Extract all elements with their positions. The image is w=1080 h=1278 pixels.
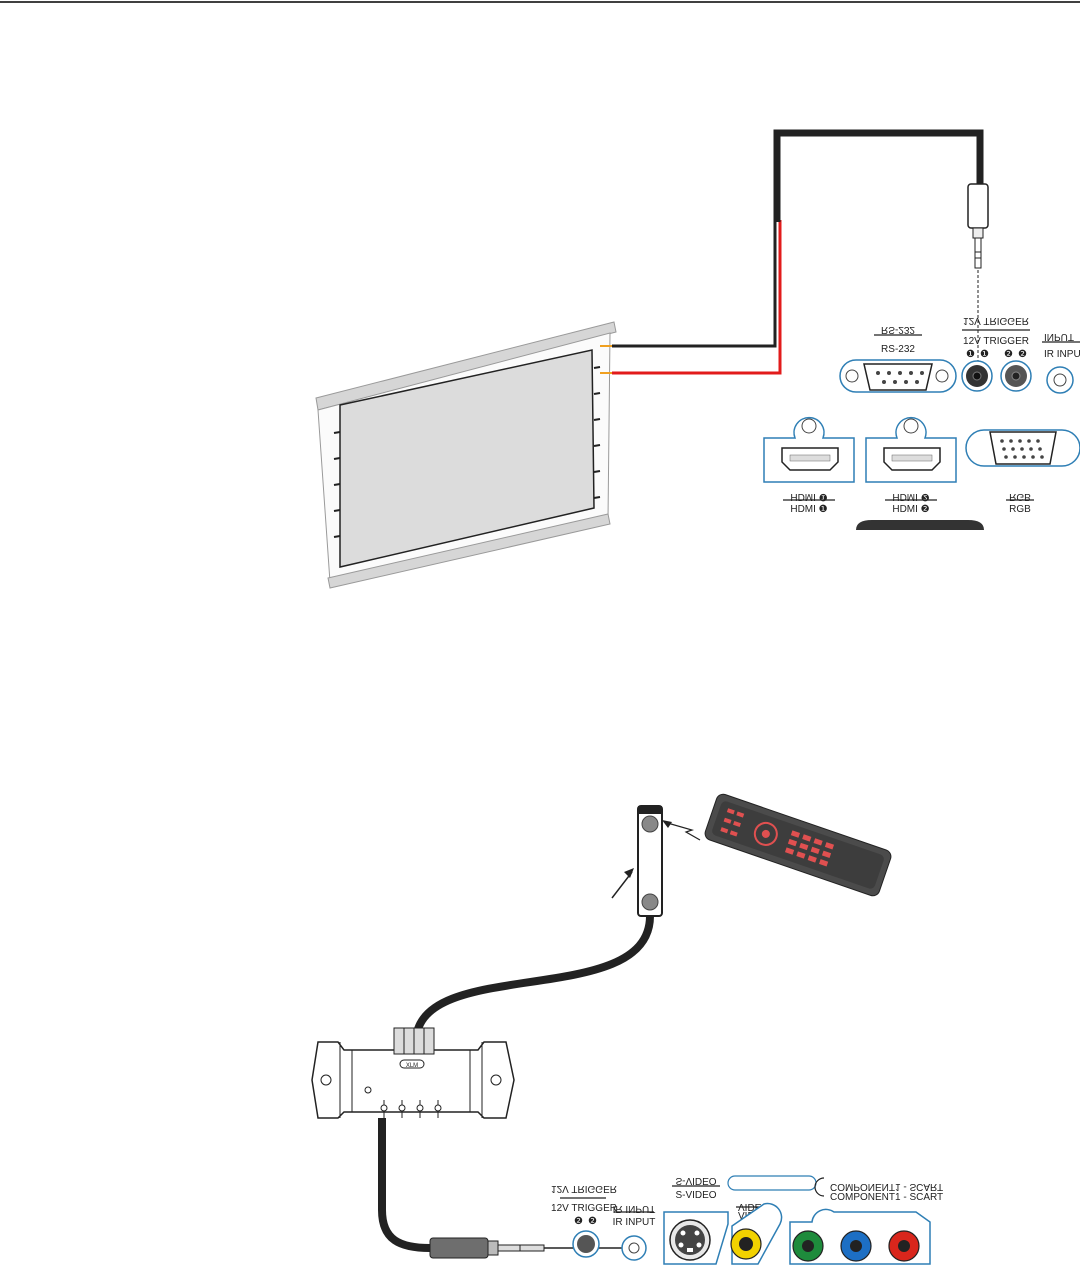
ir-label: IR INPUT bbox=[1044, 349, 1080, 360]
rgb-label-mirrored: RGB bbox=[1009, 491, 1031, 502]
screen-tension-marks bbox=[333, 366, 601, 538]
cable-wire-black bbox=[612, 220, 777, 348]
cable-main bbox=[773, 129, 984, 222]
component-jack-red bbox=[888, 1230, 920, 1262]
svideo-label-mirrored: S-VIDEO bbox=[675, 1175, 716, 1186]
trigger2-label-mirrored: 12V TRIGGER bbox=[551, 1183, 617, 1194]
ir2-label: IR INPUT bbox=[613, 1217, 656, 1228]
trigger-cable bbox=[600, 129, 984, 375]
rs232-label-mirrored: RS-232 bbox=[881, 324, 915, 335]
svideo-label: S-VIDEO bbox=[675, 1190, 716, 1201]
ir-receiver bbox=[637, 805, 663, 917]
figure-screen-trigger: RS-232 RS-232 12V TRIGGER 12V TRIGGER ❶ … bbox=[315, 129, 1080, 589]
screen-bottom-bar bbox=[327, 513, 611, 589]
ir-signal-bolt bbox=[663, 821, 701, 841]
jack-body bbox=[967, 183, 989, 229]
ir-repeater-box: XLM bbox=[311, 1027, 515, 1119]
mount-hole-left bbox=[320, 1074, 332, 1086]
cable-wire-red bbox=[612, 220, 782, 375]
trigger2-label: 12V TRIGGER bbox=[551, 1203, 617, 1214]
mono-jack-plug bbox=[429, 1237, 630, 1259]
screen-top-housing bbox=[315, 321, 617, 411]
remote-control bbox=[704, 793, 892, 897]
jack-tip bbox=[974, 237, 982, 269]
connector-panel-1: RS-232 RS-232 12V TRIGGER 12V TRIGGER ❶ … bbox=[763, 315, 1080, 530]
rs232-port bbox=[839, 359, 957, 393]
jack-plug bbox=[967, 183, 989, 372]
hdmi2-label: HDMI ❷ bbox=[892, 504, 929, 515]
component-jack-blue bbox=[840, 1230, 872, 1262]
trigger-number-1b: ❶ bbox=[980, 349, 989, 360]
panel-bottom-part bbox=[856, 520, 984, 530]
mount-hole-right bbox=[490, 1074, 502, 1086]
projection-screen bbox=[315, 321, 617, 589]
trigger-jack-2 bbox=[1000, 360, 1032, 392]
rs232-label: RS-232 bbox=[881, 344, 915, 355]
screen-surface bbox=[339, 349, 595, 568]
figure-ir-receiver: XLM 12V TRIGGER 12V TRIGGER ❷ ❷ bbox=[311, 793, 943, 1265]
hdmi2-label-mirrored: HDMI ❷ bbox=[892, 491, 929, 502]
rgb-port bbox=[965, 429, 1080, 467]
trigger-number-2a: ❷ bbox=[1004, 349, 1013, 360]
ir-label-mirrored: INPUT bbox=[1044, 331, 1074, 342]
trigger-label-mirrored: 12V TRIGGER bbox=[963, 315, 1029, 326]
trigger-number-2b: ❷ bbox=[1018, 349, 1027, 360]
receiver-badge: XLM bbox=[406, 1063, 418, 1069]
rgb-label: RGB bbox=[1009, 504, 1031, 515]
remote-dpad bbox=[753, 821, 778, 846]
hdmi2-port bbox=[865, 416, 957, 483]
trigger-label: 12V TRIGGER bbox=[963, 336, 1029, 347]
receiver-cable bbox=[412, 915, 654, 1041]
component-label-mirrored: COMPONENT1 - SCART bbox=[830, 1181, 943, 1192]
output-cable bbox=[378, 1118, 431, 1252]
jack-collar bbox=[972, 227, 984, 239]
ir2-label-mirrored: IR INPUT bbox=[613, 1203, 656, 1214]
trigger-number-1a: ❶ bbox=[966, 349, 975, 360]
trigger-jack-1 bbox=[961, 360, 993, 392]
hdmi1-port bbox=[763, 416, 855, 483]
trigger2-number-a: ❷ bbox=[574, 1216, 583, 1227]
hdmi1-label: HDMI ❶ bbox=[790, 504, 827, 515]
component-jack-green bbox=[792, 1230, 824, 1262]
hdmi1-label-mirrored: HDMI ❶ bbox=[790, 491, 827, 502]
connector-panel-2: 12V TRIGGER 12V TRIGGER ❷ ❷ IR INPUT IR … bbox=[551, 1175, 943, 1265]
component-label: COMPONENT1 - SCART bbox=[830, 1192, 943, 1203]
trigger2-number-b: ❷ bbox=[588, 1216, 597, 1227]
